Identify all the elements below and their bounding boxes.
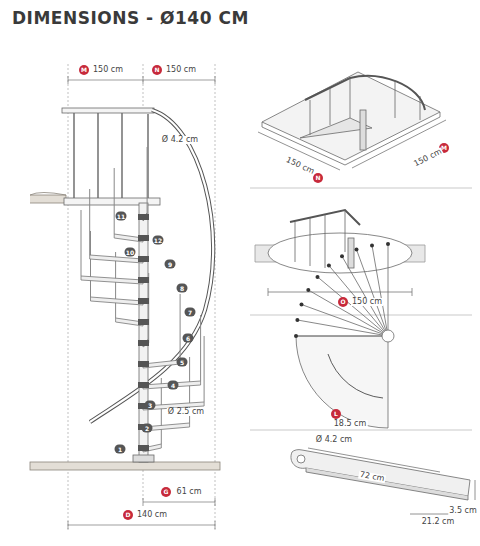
step-number: 5: [177, 358, 188, 367]
step-number: 3: [145, 401, 156, 410]
dimension-badge: N: [152, 65, 162, 75]
title: DIMENSIONS - Ø140 CM: [12, 8, 249, 28]
dimension-label: 150 cm: [284, 156, 316, 177]
step-number: 9: [165, 260, 176, 269]
step-number: 11: [116, 212, 127, 221]
dimension-label: 21.2 cm: [421, 518, 456, 526]
dimension-label: Ø 2.5 cm: [167, 408, 205, 416]
step-number: 7: [185, 308, 196, 317]
dimension-badge: M: [79, 65, 89, 75]
step-number: 10: [125, 248, 136, 257]
step-number: 4: [168, 381, 179, 390]
step-number: 2: [142, 424, 153, 433]
step-number: 6: [183, 334, 194, 343]
dimension-label: Ø 4.2 cm: [161, 136, 199, 144]
step-number: 8: [177, 284, 188, 293]
dimension-label: 140 cm: [136, 511, 168, 519]
dimension-badge: L: [331, 409, 341, 419]
dimension-badge: O: [338, 297, 348, 307]
dimension-label: 150 cm: [412, 147, 444, 169]
step-number: 1: [115, 445, 126, 454]
dimension-label: 3.5 cm: [448, 507, 477, 515]
dimension-badge: G: [161, 487, 171, 497]
dimension-label: 72 cm: [358, 471, 386, 484]
dimension-label: Ø 4.2 cm: [315, 436, 353, 444]
dimension-label: 61 cm: [176, 488, 203, 496]
step-number: 12: [153, 236, 164, 245]
dimension-label: 18.5 cm: [333, 420, 368, 428]
dimension-label: 150 cm: [165, 66, 197, 74]
dimension-badge: N: [313, 173, 323, 183]
dimension-badge: D: [123, 510, 133, 520]
dimension-label: 150 cm: [351, 298, 383, 306]
dimension-label: 150 cm: [92, 66, 124, 74]
